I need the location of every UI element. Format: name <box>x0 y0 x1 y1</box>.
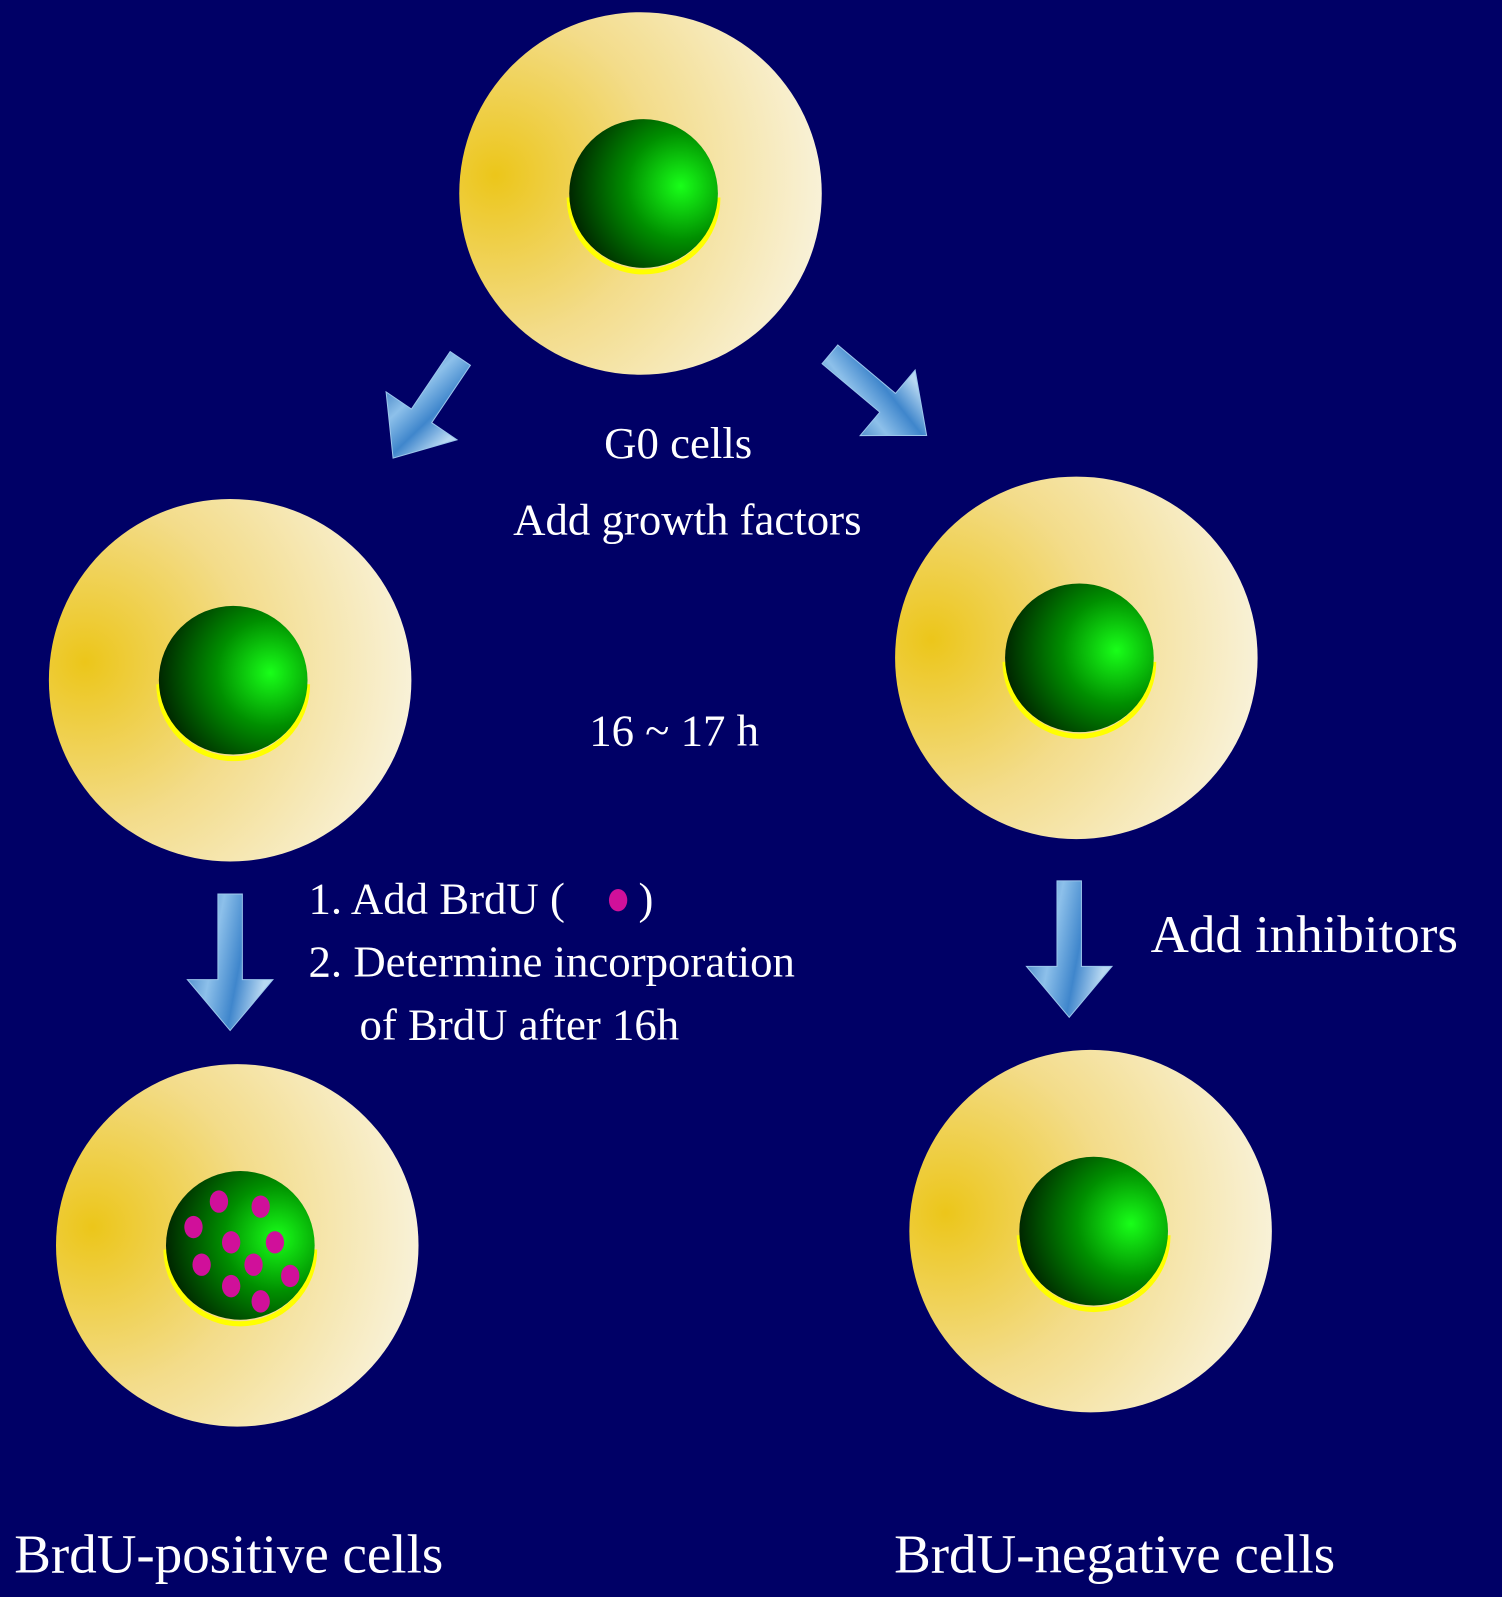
brdu-dot <box>221 1231 241 1254</box>
brdu-dot <box>244 1253 263 1276</box>
g0-cell <box>459 12 822 375</box>
brdu-dot <box>281 1264 300 1288</box>
brdu-dots <box>184 1190 300 1313</box>
brdu-dot <box>251 1290 270 1313</box>
brdu-negative-cell <box>909 1050 1272 1413</box>
brdu-dot <box>221 1274 241 1298</box>
arrow-down-left-icon <box>385 350 472 459</box>
step2-line2: of BrdU after 16h <box>359 1000 679 1050</box>
brdu-dot <box>251 1195 270 1218</box>
brdu-dot <box>184 1215 203 1239</box>
brdu-dot <box>209 1190 229 1213</box>
g0-cells-label: G0 cells <box>604 418 752 468</box>
brdu-negative-label: BrdU-negative cells <box>894 1523 1335 1584</box>
growth-factors-label: Add growth factors <box>513 495 861 545</box>
time-label: 16 ~ 17 h <box>589 705 759 755</box>
growth-cell-left <box>49 499 412 862</box>
arrow-down-right-column-icon <box>1025 880 1114 1019</box>
brdu-dot <box>192 1253 211 1276</box>
brdu-dot-legend-icon <box>608 888 628 912</box>
growth-cell-right <box>895 477 1258 840</box>
brdu-positive-label: BrdU-positive cells <box>14 1523 443 1584</box>
brdu-dot <box>265 1231 285 1254</box>
arrow-down-right-icon <box>821 344 928 437</box>
step1-label: 1. Add BrdU ( <box>309 873 565 923</box>
step1-suffix: ) <box>638 873 653 923</box>
add-inhibitors-label: Add inhibitors <box>1151 906 1458 964</box>
step2-line1: 2. Determine incorporation <box>309 937 795 987</box>
arrow-down-left-column-icon <box>186 893 274 1032</box>
